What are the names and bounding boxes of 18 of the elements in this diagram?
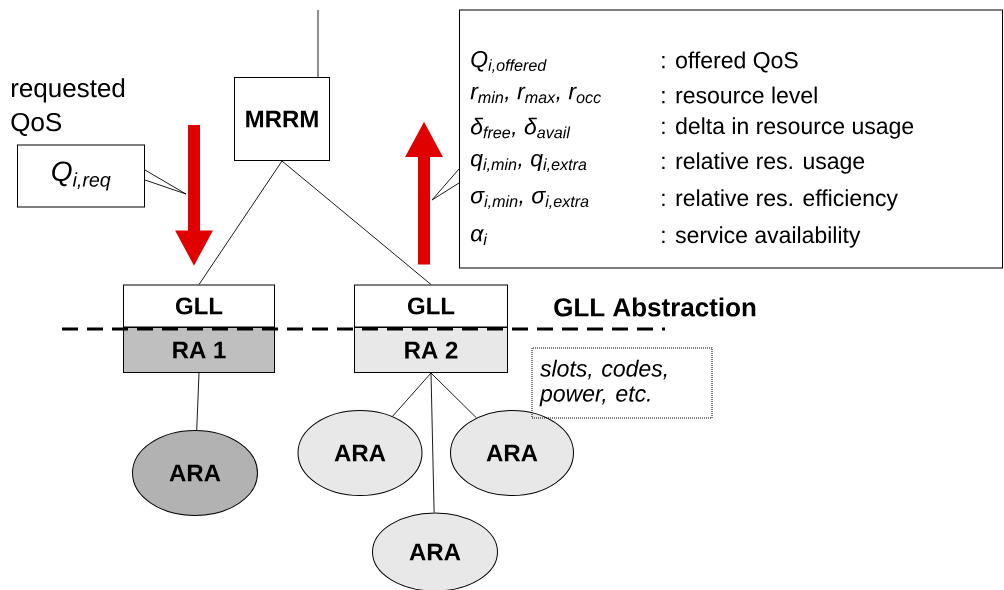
- process-box: GLL: [123, 284, 275, 328]
- layer-label: GLL Abstraction: [554, 297, 756, 317]
- resource-box: RA 1: [123, 327, 275, 373]
- connector-line: [198, 160, 283, 285]
- connector-line: [392, 372, 432, 417]
- connector-line: [430, 372, 435, 513]
- connector-line: [281, 160, 432, 285]
- connector-line: [317, 9, 319, 78]
- caption-text: requested QoS: [11, 78, 125, 136]
- process-box: MRRM: [234, 77, 330, 161]
- qos-box: Q$_{i,req}$: [17, 144, 145, 208]
- leader-line: [431, 168, 460, 201]
- connector-line: [430, 372, 477, 419]
- definition-box: Q$_{i,offered}$ : offered QoS r$_{min}$, r$_{max}$, r$_{occ}$ : resource level δ$_{free}$, δ$_{avail}$ : delta in resource usage q$_{i,min}$, q$_{i,extra}$ : relative res. usage σ$_{i,min}$, σ$_{i,extra}$ : relative res. efficiency α$_{i}$ : service availability: [459, 9, 1003, 269]
- resource-box: RA 2: [354, 327, 508, 373]
- process-box: GLL: [354, 284, 508, 328]
- connector-line: [196, 372, 200, 431]
- note-box: slots, codes, power, etc.: [531, 347, 713, 419]
